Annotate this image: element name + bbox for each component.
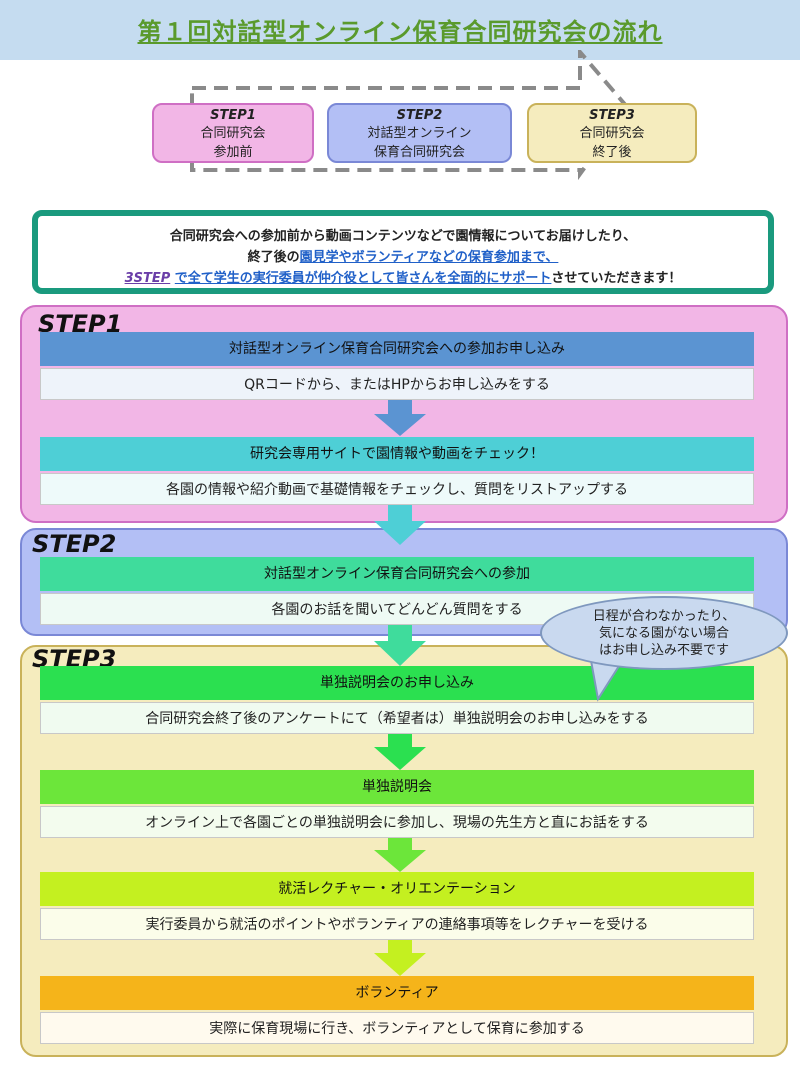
step-description: オンライン上で各園ごとの単独説明会に参加し、現場の先生方と直にお話をする [40, 806, 754, 838]
summary-step2: STEP2 対話型オンライン 保育合同研究会 [327, 103, 512, 163]
callout-line1: 日程が合わなかったり、 [592, 609, 736, 624]
down-arrow-icon [374, 505, 426, 545]
step-title: 研究会専用サイトで園情報や動画をチェック！ [40, 437, 754, 471]
intro-3step: 3STEP [124, 271, 171, 286]
summary-step-label: STEP3 [589, 108, 635, 123]
intro-box: 合同研究会への参加前から動画コンテンツなどで園情報についてお届けしたり、 終了後… [32, 210, 774, 294]
step-title: 対話型オンライン保育合同研究会への参加 [40, 557, 754, 591]
summary-step-line2: 終了後 [592, 145, 632, 160]
step-title: ボランティア [40, 976, 754, 1010]
title-bar [0, 0, 800, 60]
step-description: 実際に保育現場に行き、ボランティアとして保育に参加する [40, 1012, 754, 1044]
summary-step-line2: 保育合同研究会 [373, 145, 465, 160]
intro-line3: 3STEP で全て学生の実行委員が仲介役として皆さんを全面的にサポートさせていた… [38, 268, 768, 289]
step-description: 合同研究会終了後のアンケートにて（希望者は）単独説明会のお申し込みをする [40, 702, 754, 734]
intro-line2: 終了後の園見学やボランティアなどの保育参加まで、 [38, 247, 768, 268]
summary-step-line1: 対話型オンライン [367, 126, 472, 141]
summary-step-line1: 合同研究会 [200, 126, 266, 141]
intro-line2-pre: 終了後の [247, 250, 300, 265]
summary-step1: STEP1 合同研究会 参加前 [152, 103, 314, 163]
step-title: 対話型オンライン保育合同研究会への参加お申し込み [40, 332, 754, 366]
step2-label: STEP2 [32, 530, 117, 558]
step-description: 各園の情報や紹介動画で基礎情報をチェックし、質問をリストアップする [40, 473, 754, 505]
intro-line3-highlight: で全て学生の実行委員が仲介役として皆さんを全面的にサポート [174, 271, 552, 286]
step-description: 実行委員から就活のポイントやボランティアの連絡事項等をレクチャーを受ける [40, 908, 754, 940]
summary-step3: STEP3 合同研究会 終了後 [527, 103, 697, 163]
intro-line2-highlight: 園見学やボランティアなどの保育参加まで、 [299, 250, 559, 265]
step-title: 単独説明会 [40, 770, 754, 804]
step-title: 就活レクチャー・オリエンテーション [40, 872, 754, 906]
callout-line3: はお申し込み不要です [598, 643, 729, 658]
down-arrow-icon [374, 940, 426, 976]
down-arrow-icon [374, 734, 426, 770]
down-arrow-icon [374, 625, 426, 666]
summary-step-line2: 参加前 [213, 145, 253, 160]
callout-bubble: 日程が合わなかったり、 気になる園がない場合 はお申し込み不要です [540, 596, 788, 670]
down-arrow-icon [374, 400, 426, 436]
summary-step-label: STEP2 [396, 108, 443, 123]
summary-step-line1: 合同研究会 [579, 126, 645, 141]
down-arrow-icon [374, 838, 426, 872]
intro-line1: 合同研究会への参加前から動画コンテンツなどで園情報についてお届けしたり、 [169, 229, 637, 244]
page-title: 第１回対話型オンライン保育合同研究会の流れ [137, 18, 663, 46]
summary-step-label: STEP1 [210, 108, 256, 123]
intro-line3-post: させていただきます！ [551, 271, 682, 286]
step-title: 単独説明会のお申し込み [40, 666, 754, 700]
step-description: QRコードから、またはHPからお申し込みをする [40, 368, 754, 400]
callout-line2: 気になる園がない場合 [598, 626, 729, 641]
